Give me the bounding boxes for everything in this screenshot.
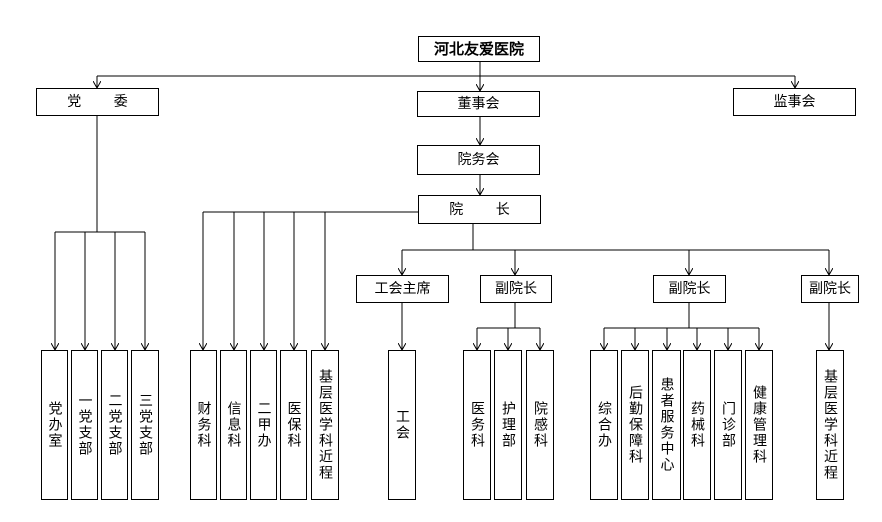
node-council-label: 院务会 (457, 152, 500, 168)
node-grassroots-1: 基层医学科近程 (311, 350, 339, 500)
node-general-office: 综合办 (590, 350, 618, 500)
node-grade-a-office: 二甲办 (250, 350, 277, 500)
node-logistics-label: 后勤保障科 (627, 385, 643, 465)
node-supervisory-board: 监事会 (733, 88, 856, 116)
node-infection: 院感科 (526, 350, 554, 500)
node-vice-president-3: 副院长 (801, 275, 859, 303)
node-grassroots-2-label: 基层医学科近程 (822, 369, 838, 481)
node-grade-a-office-label: 二甲办 (255, 401, 272, 449)
node-patient-service: 患者服务中心 (652, 350, 681, 500)
node-finance: 财务科 (190, 350, 217, 500)
node-union-label: 工会 (394, 409, 410, 441)
node-grassroots-1-label: 基层医学科近程 (317, 369, 333, 481)
node-general-office-label: 综合办 (596, 401, 612, 449)
node-medical-affairs-label: 医务科 (469, 401, 485, 449)
node-insurance: 医保科 (280, 350, 307, 500)
node-party-committee-label: 党 委 (67, 94, 142, 110)
node-medical-affairs: 医务科 (463, 350, 491, 500)
node-branch-3-label: 三党支部 (137, 393, 153, 457)
node-pharmacy: 药械科 (683, 350, 711, 500)
node-branch-2: 二党支部 (101, 350, 128, 500)
node-nursing-label: 护理部 (500, 401, 516, 449)
node-outpatient-label: 门诊部 (720, 401, 736, 449)
node-president: 院 长 (418, 195, 541, 224)
node-party-committee: 党 委 (36, 88, 159, 116)
node-pharmacy-label: 药械科 (689, 401, 705, 449)
node-branch-3: 三党支部 (131, 350, 159, 500)
node-info-label: 信息科 (225, 401, 242, 449)
node-info: 信息科 (220, 350, 247, 500)
node-party-office: 党办室 (41, 350, 68, 500)
node-vice-president-1-label: 副院长 (495, 281, 537, 297)
node-root: 河北友爱医院 (418, 36, 540, 62)
node-party-office-label: 党办室 (46, 401, 63, 449)
node-branch-1-label: 一党支部 (76, 393, 93, 457)
node-union-chair: 工会主席 (356, 275, 449, 303)
node-vice-president-1: 副院长 (480, 275, 552, 303)
node-vice-president-3-label: 副院长 (809, 281, 851, 297)
node-branch-2-label: 二党支部 (106, 393, 123, 457)
node-insurance-label: 医保科 (285, 401, 302, 449)
node-finance-label: 财务科 (195, 401, 212, 449)
node-health-mgmt-label: 健康管理科 (751, 385, 767, 465)
node-root-label: 河北友爱医院 (433, 39, 524, 58)
node-infection-label: 院感科 (532, 401, 548, 449)
node-branch-1: 一党支部 (71, 350, 98, 500)
node-supervisory-board-label: 监事会 (773, 94, 816, 110)
node-health-mgmt: 健康管理科 (745, 350, 773, 500)
node-vice-president-2: 副院长 (653, 275, 726, 303)
node-nursing: 护理部 (494, 350, 522, 500)
node-outpatient: 门诊部 (714, 350, 742, 500)
node-logistics: 后勤保障科 (621, 350, 649, 500)
node-board-label: 董事会 (457, 96, 500, 112)
node-council: 院务会 (417, 145, 540, 175)
node-board: 董事会 (417, 91, 540, 117)
node-president-label: 院 长 (449, 201, 524, 218)
node-union-chair-label: 工会主席 (374, 281, 431, 297)
node-vice-president-2-label: 副院长 (668, 281, 711, 297)
node-grassroots-2: 基层医学科近程 (816, 350, 844, 500)
node-union: 工会 (388, 350, 416, 500)
node-patient-service-label: 患者服务中心 (658, 377, 675, 473)
